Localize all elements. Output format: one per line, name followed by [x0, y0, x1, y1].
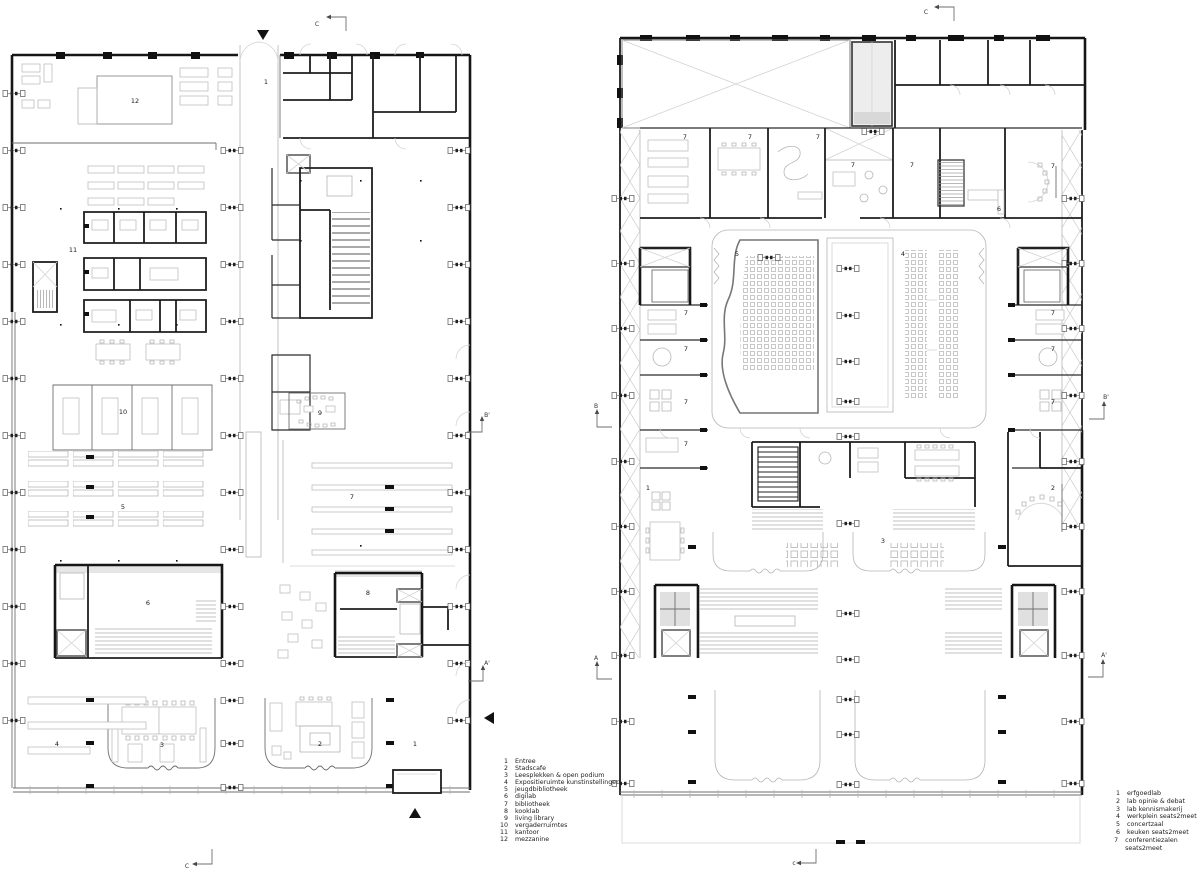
hall-4 [826, 237, 959, 413]
legend-item: 8 kooklab [498, 808, 620, 815]
lower-core-right [1010, 583, 1057, 658]
legend-item-number: 1 [1115, 790, 1120, 797]
legend-item: 2 lab opinie & debat [1110, 798, 1200, 806]
legend-item-number: 2 [1115, 797, 1120, 805]
library-shelves [311, 462, 453, 556]
legend-item-number: 1 [503, 758, 508, 765]
legend-item-number: 8 [503, 807, 508, 815]
elevator-core [32, 261, 58, 313]
legend-item-label: kantoor [515, 828, 540, 836]
band-stair [937, 159, 965, 207]
legend-item-number: 5 [1115, 821, 1120, 829]
legend-item-number: 11 [499, 828, 508, 836]
legend-item: 4 werkplein seats2meet [1110, 813, 1200, 821]
legend-item-number: 6 [503, 793, 508, 801]
legend-item-label: mezzanine [515, 836, 550, 844]
stair-core-x [286, 154, 311, 174]
stair-core-left [638, 246, 692, 305]
legend-item: 7 conferentiezalen seats2meet [1110, 837, 1200, 853]
facade-window-symbols-right [611, 128, 1085, 788]
legend-item-label: Entree [515, 758, 536, 765]
legend-item: 4 Expositieruimte kunstinstellingen [498, 779, 620, 786]
legend-item-label: Leesplekken & open podium [515, 772, 605, 780]
legend-item: 7 bibliotheek [498, 801, 620, 808]
legend-item-label: werkplein seats2meet [1127, 813, 1197, 821]
legend-item-number: 7 [1114, 836, 1119, 844]
mezzanine-desks [21, 63, 233, 109]
legend-item: 6 keuken seats2meet [1110, 829, 1200, 837]
legend-item-label: keuken seats2meet [1127, 828, 1189, 836]
legend-item-number: 9 [503, 814, 508, 822]
legend-item-label: jeugdbibliotheek [515, 786, 568, 794]
legend-right: 1 erfgoedlab 2 lab opinie & debat 3 lab … [1110, 790, 1200, 852]
legend-item: 3 Leesplekken & open podium [498, 772, 620, 779]
legend-item-number: 2 [503, 765, 508, 773]
wing-rooms-right [1035, 309, 1065, 412]
facade-window-symbols [2, 90, 471, 791]
legend-item: 5 concertzaal [1110, 821, 1200, 829]
legend-item-number: 12 [499, 836, 508, 844]
legend-item-label: living library [515, 814, 555, 822]
stair-core-right [1016, 246, 1070, 305]
legend-item: 1 erfgoedlab [1110, 790, 1200, 798]
legend-item-label: lab kennismakerij [1127, 805, 1183, 813]
legend-item-label: digilab [515, 793, 537, 801]
cafe-zone-2 [264, 696, 373, 771]
plan-left [2, 41, 472, 794]
legend-item: 6 digilab [498, 793, 620, 800]
entrance-arrow-down [257, 30, 269, 40]
legend-item-label: lab opinie & debat [1127, 797, 1185, 805]
legend-left: 1 Entree 2 Stadscafe 3 Leesplekken & ope… [498, 758, 620, 843]
legend-item-label: Expositieruimte kunstinstellingen [515, 779, 621, 787]
entrance-arrow-left [484, 712, 494, 724]
legend-item: 10 vergaderruimtes [498, 822, 620, 829]
plan-right [611, 35, 1087, 844]
legend-item: 9 living library [498, 815, 620, 822]
legend-item-label: conferentiezalen seats2meet [1125, 836, 1178, 852]
legend-item: 12 mezzanine [498, 836, 620, 843]
office-desks [91, 219, 199, 323]
legend-item-number: 3 [1115, 805, 1120, 813]
legend-item-number: 3 [503, 772, 508, 780]
legend-item: 2 Stadscafe [498, 765, 620, 772]
legend-item-number: 7 [503, 800, 508, 808]
legend-item-label: concertzaal [1127, 821, 1164, 829]
meeting-tables [62, 397, 199, 435]
legend-item-number: 5 [503, 786, 508, 794]
legend-item-number: 10 [499, 821, 508, 829]
legend-item-label: bibliotheek [515, 800, 550, 808]
legend-item: 11 kantoor [498, 829, 620, 836]
legend-item: 3 lab kennismakerij [1110, 806, 1200, 814]
legend-item: 5 jeugdbibliotheek [498, 786, 620, 793]
entrance-arrow-up [409, 808, 421, 818]
legend-item-label: vergaderruimtes [515, 821, 568, 829]
section-marker-brackets [192, 4, 1107, 867]
conference-furniture [647, 139, 1057, 215]
kooklab-core [396, 588, 423, 658]
legend-item-label: erfgoedlab [1127, 790, 1162, 797]
lounge-seats [277, 584, 327, 659]
legend-item: 1 Entree [498, 758, 620, 765]
legend-item-number: 6 [1115, 828, 1120, 836]
legend-item-number: 4 [503, 779, 508, 787]
legend-item-number: 4 [1115, 813, 1120, 821]
wing-rooms-left [645, 309, 685, 561]
digilab-core [56, 572, 87, 657]
legend-item-label: kooklab [515, 807, 540, 815]
lab-3-block [751, 441, 976, 508]
legend-item-label: Stadscafe [515, 765, 547, 773]
reading-zone-3 [107, 698, 216, 771]
reading-tables [87, 165, 205, 206]
entrance-vestibule [392, 769, 442, 794]
lower-core-left [653, 583, 700, 658]
concert-hall-5 [721, 239, 819, 414]
